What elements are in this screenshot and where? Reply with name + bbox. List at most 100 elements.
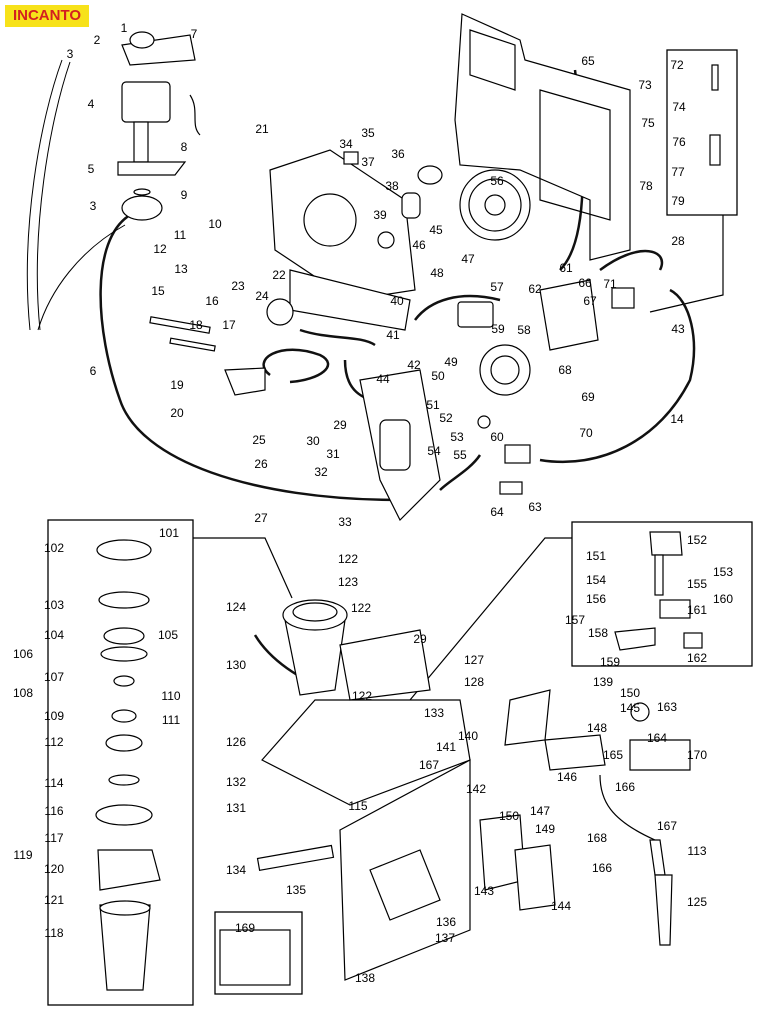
callout-149: 149 bbox=[535, 822, 555, 836]
part-169 bbox=[219, 929, 291, 986]
callout-148: 148 bbox=[587, 721, 607, 735]
callout-4: 4 bbox=[88, 97, 95, 111]
wire-40 bbox=[414, 294, 501, 321]
detail-box-169 bbox=[214, 911, 303, 995]
capp-162 bbox=[683, 632, 703, 649]
callout-36: 36 bbox=[391, 147, 405, 161]
part-71 bbox=[611, 287, 635, 309]
callout-25: 25 bbox=[252, 433, 266, 447]
part-170 bbox=[629, 739, 691, 771]
callout-115: 115 bbox=[348, 799, 367, 813]
callout-64: 64 bbox=[490, 505, 504, 519]
callout-44: 44 bbox=[376, 372, 390, 386]
part-19 bbox=[169, 337, 216, 352]
grinder-117 bbox=[97, 849, 161, 891]
callout-154: 154 bbox=[586, 573, 606, 587]
part-127 bbox=[339, 629, 431, 701]
callout-136: 136 bbox=[436, 915, 456, 929]
callout-48: 48 bbox=[430, 266, 444, 280]
callout-43: 43 bbox=[671, 322, 685, 336]
hose-28 bbox=[599, 249, 664, 272]
callout-18: 18 bbox=[189, 318, 203, 332]
callout-110: 110 bbox=[161, 689, 180, 703]
connector-valve bbox=[649, 215, 724, 313]
callout-3: 3 bbox=[67, 47, 74, 61]
callout-153: 153 bbox=[713, 565, 733, 579]
grinder-112 bbox=[105, 734, 143, 752]
callout-10: 10 bbox=[208, 217, 222, 231]
callout-167: 167 bbox=[657, 819, 677, 833]
callout-103: 103 bbox=[44, 598, 64, 612]
callout-19: 19 bbox=[170, 378, 184, 392]
callout-39: 39 bbox=[373, 208, 387, 222]
grinder-104 bbox=[103, 627, 145, 645]
callout-30: 30 bbox=[306, 434, 320, 448]
housing-part-21 bbox=[269, 149, 416, 301]
cable-25 bbox=[262, 348, 330, 384]
callout-145: 145 bbox=[620, 701, 640, 715]
gear-hub bbox=[484, 194, 506, 216]
capp-155 bbox=[654, 554, 664, 596]
part-20 bbox=[224, 367, 266, 396]
hose-3 bbox=[26, 59, 71, 331]
part-53 bbox=[477, 415, 491, 429]
hose-14 bbox=[539, 288, 696, 464]
callout-6: 6 bbox=[90, 364, 97, 378]
callout-108: 108 bbox=[13, 686, 33, 700]
callout-3: 3 bbox=[90, 199, 97, 213]
callout-125: 125 bbox=[687, 895, 707, 909]
callout-75: 75 bbox=[641, 116, 655, 130]
callout-107: 107 bbox=[44, 670, 64, 684]
capp-152 bbox=[649, 531, 683, 556]
callout-5: 5 bbox=[88, 162, 95, 176]
callout-29: 29 bbox=[333, 418, 347, 432]
callout-53: 53 bbox=[450, 430, 464, 444]
frame-housing bbox=[454, 13, 631, 261]
callout-61: 61 bbox=[559, 261, 573, 275]
callout-155: 155 bbox=[687, 577, 707, 591]
callout-112: 112 bbox=[44, 735, 63, 749]
callout-124: 124 bbox=[226, 600, 246, 614]
callout-165: 165 bbox=[603, 748, 623, 762]
callout-45: 45 bbox=[429, 223, 443, 237]
grinder-102 bbox=[96, 539, 152, 561]
wand-part-113 bbox=[649, 839, 666, 876]
part-76 bbox=[709, 134, 721, 166]
callout-34: 34 bbox=[339, 137, 353, 151]
grinder-106 bbox=[100, 646, 148, 662]
pump-part-4 bbox=[121, 81, 171, 123]
callout-164: 164 bbox=[647, 731, 667, 745]
callout-106: 106 bbox=[13, 647, 33, 661]
callout-14: 14 bbox=[670, 412, 684, 426]
callout-15: 15 bbox=[151, 284, 165, 298]
callout-50: 50 bbox=[431, 369, 445, 383]
callout-58: 58 bbox=[517, 323, 531, 337]
hose-55 bbox=[439, 454, 482, 491]
callout-74: 74 bbox=[672, 100, 686, 114]
grinder-part-124 bbox=[282, 599, 348, 631]
callout-12: 12 bbox=[153, 242, 167, 256]
connector-grinder bbox=[193, 537, 293, 599]
part-68 bbox=[539, 279, 599, 351]
callout-54: 54 bbox=[427, 444, 441, 458]
motor-part-38 bbox=[401, 192, 421, 219]
callout-159: 159 bbox=[600, 655, 620, 669]
callout-21: 21 bbox=[255, 122, 269, 136]
part-29 bbox=[379, 419, 411, 471]
part-163 bbox=[630, 702, 650, 722]
part-140 bbox=[504, 689, 551, 746]
housing-21-ring bbox=[303, 193, 357, 247]
wand-part-125 bbox=[654, 874, 673, 946]
callout-73: 73 bbox=[638, 78, 652, 92]
pump-shaft bbox=[133, 121, 149, 163]
grinder-103 bbox=[98, 591, 150, 609]
callout-137: 137 bbox=[435, 931, 455, 945]
callout-62: 62 bbox=[528, 282, 542, 296]
callout-35: 35 bbox=[361, 126, 375, 140]
callout-63: 63 bbox=[528, 500, 542, 514]
callout-72: 72 bbox=[670, 58, 684, 72]
callout-65: 65 bbox=[581, 54, 595, 68]
part-60 bbox=[504, 444, 531, 464]
detail-box-grinder bbox=[47, 519, 194, 1006]
callout-7: 7 bbox=[191, 27, 198, 41]
